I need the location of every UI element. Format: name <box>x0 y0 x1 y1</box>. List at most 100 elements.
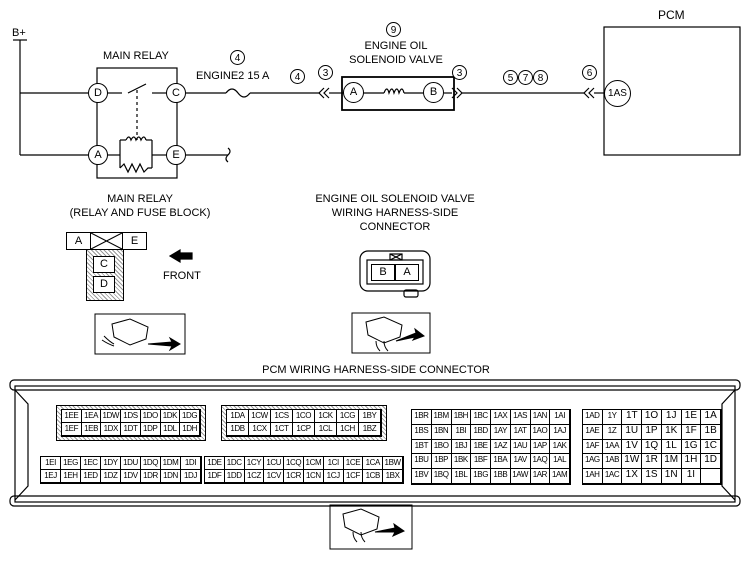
ref-circle-pcm: 6 <box>582 65 597 80</box>
ref-circle-fuse-top: 4 <box>230 50 245 65</box>
pcm-pin-cell: 1CI <box>323 457 344 470</box>
pcm-pin-cell: 1BS <box>412 424 432 440</box>
pcm-pin-cell: 1BY <box>359 410 381 423</box>
pcm-pin-cell: 1DU <box>121 457 141 470</box>
pcm-pin-cell: 1CU <box>264 457 285 470</box>
pcm-pin-cell: 1DE <box>205 457 225 470</box>
pcm-pin-cell: 1DA <box>227 410 249 423</box>
solenoid-caption-line2: WIRING HARNESS-SIDE <box>331 207 459 219</box>
pcm-pin-cell: 1CA <box>363 457 384 470</box>
pcm-pin-cell: 1CG <box>337 410 359 423</box>
pcm-pin-cell: 1BV <box>412 469 432 484</box>
ref-circle-solenoid-left: 3 <box>318 65 333 80</box>
pcm-pin-cell: 1L <box>661 439 682 455</box>
pcm-pin-cell: 1AI <box>550 410 570 425</box>
pcm-pin-cell: 1M <box>661 454 682 470</box>
pcm-pin-cell: 1AR <box>530 469 551 484</box>
pcm-pin-cell: 1CF <box>343 470 364 483</box>
pcm-pin-cell: 1X <box>622 469 643 484</box>
pcm-pin-cell: 1R <box>642 454 662 470</box>
pcm-pin-cell: 1AE <box>583 424 603 440</box>
pcm-pin-cell: 1BO <box>431 439 452 455</box>
pcm-pin-cell: 1CT <box>271 423 293 436</box>
pcm-pin-cell: 1BT <box>412 439 432 455</box>
pcm-pin-cell: 1T <box>622 410 643 425</box>
pcm-pin-cell: 1BA <box>491 454 511 470</box>
pcm-pin-cell: 1S <box>642 469 662 484</box>
pcm-pin-cell: 1P <box>642 424 662 440</box>
pcm-pin-cell: 1I <box>681 469 702 484</box>
pcm-pin-cell: 1BW <box>383 457 403 470</box>
pcm-pin-cell: 1DO <box>140 410 161 423</box>
pcm-pin-cell: 1AJ <box>550 424 570 440</box>
pcm-pin-cell: 1BI <box>451 424 472 440</box>
pcm-pin-cell: 1CY <box>244 457 265 470</box>
pcm-pin-cell: 1BG <box>471 469 491 484</box>
pcm-title: PCM <box>658 8 685 22</box>
pcm-pin-cell: 1O <box>642 410 662 425</box>
pcm-pin-cell: 1CO <box>293 410 315 423</box>
pcm-pin-cell: 1AU <box>510 439 531 455</box>
pcm-pin-cell: 1DX <box>101 423 122 436</box>
pcm-pin-cell: 1AZ <box>491 439 511 455</box>
pcm-pin-cell: 1CN <box>303 470 324 483</box>
solenoid-connector-body <box>359 250 431 298</box>
main-relay-frame <box>96 67 178 179</box>
pcm-pin-cell: 1BM <box>431 410 452 425</box>
pcm-pin-cell: 1AG <box>583 454 603 470</box>
ref-circle-wire-1: 5 <box>503 70 518 85</box>
pcm-pin-cell: 1AP <box>530 439 551 455</box>
pcm-pin-cell: 1N <box>661 469 682 484</box>
pcm-pin-cell: 1BJ <box>451 439 472 455</box>
pcm-pin-cell: 1DN <box>161 470 181 483</box>
pcm-pin-cell: 1DD <box>224 470 245 483</box>
pcm-pin-cell: 1BZ <box>359 423 381 436</box>
pcm-pin-cell: 1BR <box>412 410 432 425</box>
pcm-pin-cell: 1J <box>661 410 682 425</box>
pcm-pin-cell: 1CQ <box>284 457 304 470</box>
pcm-pin-cell: 1H <box>681 454 702 470</box>
pcm-pin-cell: 1CP <box>293 423 315 436</box>
pcm-pin-cell: 1BL <box>451 469 472 484</box>
pcm-pin-cell: 1BE <box>471 439 491 455</box>
pcm-pin-cell: 1AK <box>550 439 570 455</box>
pcm-pin-cell: 1AN <box>530 410 551 425</box>
pcm-pin-cell: 1AV <box>510 454 531 470</box>
pcm-pin-cell: 1Z <box>602 424 623 440</box>
ref-circle-fuse-right: 4 <box>290 69 305 84</box>
b-plus-label: B+ <box>12 27 26 39</box>
pcm-pin-cell: 1EG <box>61 457 81 470</box>
relay-terminal-d: D <box>88 83 108 103</box>
pcm-pin-cell: 1CV <box>264 470 285 483</box>
relay-terminal-c: C <box>166 83 186 103</box>
connector-chevron-left <box>318 87 330 99</box>
pcm-pin-cell: 1AD <box>583 410 603 425</box>
main-relay-title: MAIN RELAY <box>103 50 169 62</box>
pcm-pin-cell: 1BD <box>471 424 491 440</box>
pcm-pin-cell: 1AO <box>530 424 551 440</box>
pcm-pin-cell: 1DZ <box>101 470 121 483</box>
solenoid-title-line2: SOLENOID VALVE <box>349 54 443 66</box>
pcm-pin-cell: 1AB <box>602 454 623 470</box>
pcm-pin-cell: 1CK <box>315 410 337 423</box>
pcm-connector-outline <box>9 379 741 507</box>
solenoid-frame <box>341 76 455 111</box>
relay-terminal-e: E <box>166 145 186 165</box>
pcm-pin-cell: 1CH <box>337 423 359 436</box>
pcm-pin-cell: 1BX <box>383 470 403 483</box>
pcm-pin-cell: 1E <box>681 410 702 425</box>
pcm-pin-cell: 1DT <box>121 423 141 436</box>
pcm-pin-cell: 1DK <box>160 410 181 423</box>
pcm-pin-cell: 1CB <box>363 470 384 483</box>
pcm-pin-cell: 1AL <box>550 454 570 470</box>
pcm-pin-cell: 1AQ <box>530 454 551 470</box>
plug-illustrations <box>94 312 431 550</box>
pcm-pin-cell: 1DL <box>160 423 181 436</box>
pcm-pin-cell: 1DH <box>180 423 200 436</box>
pcm-pin-cell: 1BQ <box>431 469 452 484</box>
pcm-pin-cell: 1BU <box>412 454 432 470</box>
pcm-pin-cell: 1CW <box>249 410 271 423</box>
pcm-pin-cell: 1AT <box>510 424 531 440</box>
